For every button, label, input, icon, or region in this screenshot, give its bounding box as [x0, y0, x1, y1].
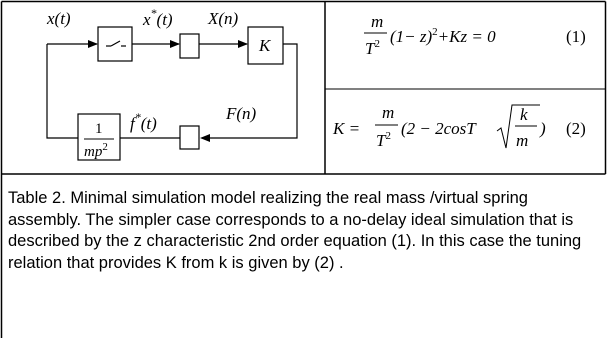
eq2-denominator: T2 — [376, 130, 391, 150]
label-x-t: x(t) — [46, 9, 71, 28]
sqrt-sign — [496, 104, 540, 149]
switch-icon — [106, 40, 126, 47]
equation-2: K = m T2 (2 − 2cosT k m ) (2) — [332, 103, 586, 150]
fraction-denominator: mp2 — [84, 141, 108, 160]
eq2-number: (2) — [566, 119, 586, 138]
hold-block-feedback — [179, 125, 200, 150]
equation-1: m T2 (1− z)2+Kz = 0 (1) — [364, 12, 586, 58]
label-f-star: f*(t) — [130, 110, 157, 133]
label-X-n: X(n) — [207, 9, 239, 28]
eq2-sqrt-numerator: k — [520, 105, 528, 124]
label-K-block: K — [258, 36, 272, 55]
sampler-block — [97, 26, 133, 62]
plant-block — [77, 113, 121, 161]
eq2-sqrt-denominator: m — [516, 131, 528, 150]
label-F-n: F(n) — [225, 104, 257, 123]
fraction-numerator: 1 — [95, 121, 103, 137]
eq2-numerator-m: m — [382, 103, 394, 122]
eq2-close-paren: ) — [539, 119, 546, 138]
connector-k-feedback — [202, 43, 298, 139]
connector-feedback-input — [46, 44, 78, 139]
label-x-star: x*(t) — [142, 6, 173, 29]
eq2-lhs: K = — [332, 119, 360, 138]
eq1-numerator-m: m — [371, 12, 383, 31]
table-caption: Table 2. Minimal simulation model realiz… — [8, 189, 582, 272]
eq1-body: (1− z)2+Kz = 0 — [390, 26, 496, 46]
block-diagram — [46, 26, 298, 161]
gain-block — [247, 26, 284, 65]
hold-block-forward — [179, 33, 200, 59]
eq2-middle: (2 − 2cosT — [401, 119, 477, 138]
eq1-denominator: T2 — [365, 38, 380, 58]
eq1-number: (1) — [566, 27, 586, 46]
